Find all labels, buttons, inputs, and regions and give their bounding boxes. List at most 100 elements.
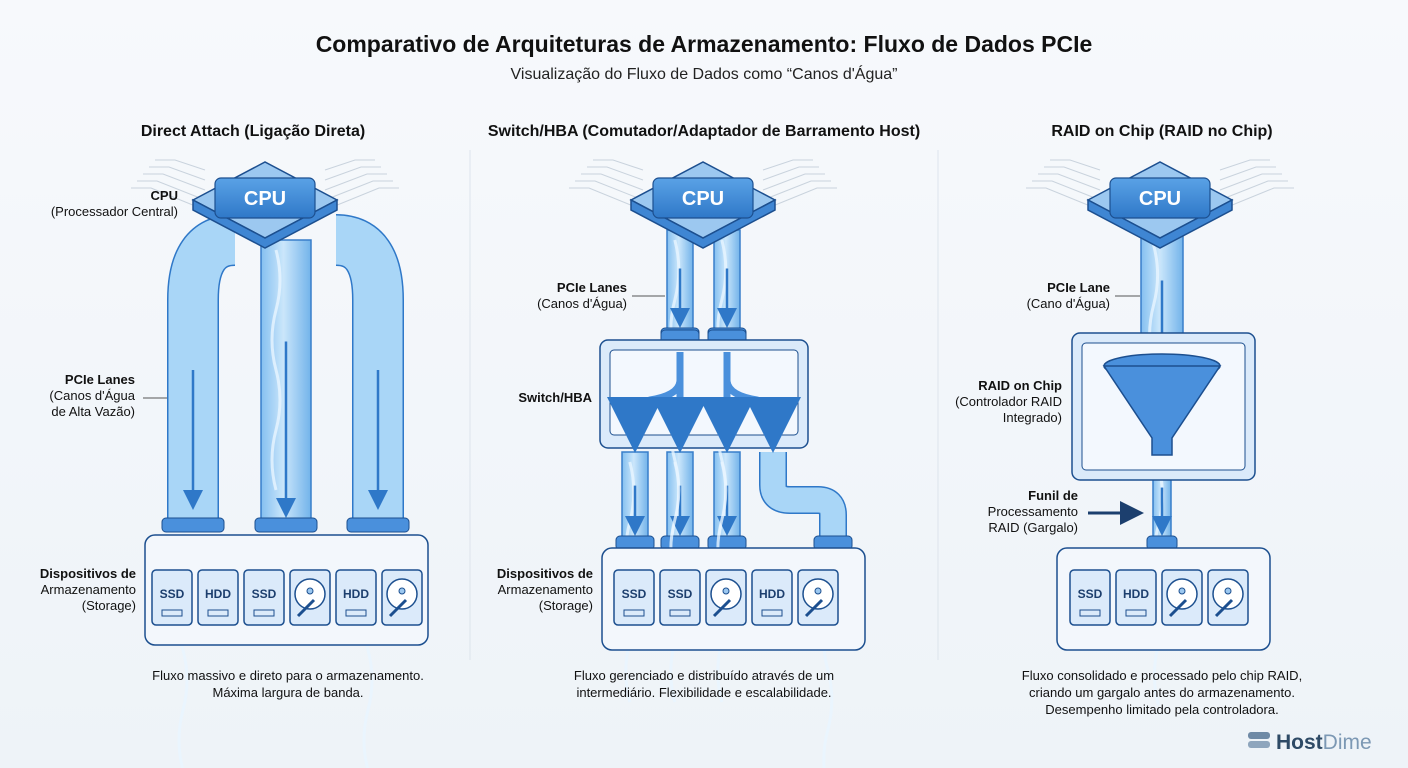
cpu-side [1087,198,1233,249]
drive-type-label: HDD [343,587,369,601]
disk-spindle [1178,587,1186,595]
circuit-trace [1038,173,1101,191]
pipe-coupling [254,517,318,533]
drive-type-label: HDD [759,587,785,601]
panel-title-direct-attach: Direct Attach (Ligação Direta) [141,123,365,140]
circuit-trace [1032,180,1101,201]
pcie-lane-label: PCIe Lane [1047,280,1110,295]
circuit-trace [1219,173,1282,191]
pcie-lane-pipe [254,239,318,533]
funnel-label: Processamento [988,504,1078,519]
circuit-trace [155,159,206,171]
circuit-trace [762,180,831,201]
disk-arm [1168,598,1188,618]
storage-drive: HDD [1115,569,1157,626]
raid-on-chip-label: RAID on Chip [978,378,1062,393]
caption-text: Fluxo consolidado e processado pelo chip… [1022,668,1302,683]
storage-drive [1207,569,1249,626]
circuit-trace [593,159,644,171]
pcie-lanes-label: (Canos d'Água [49,388,135,403]
drive-connector [161,609,183,617]
cpu-chip-label: CPU [244,188,286,210]
raid-on-chip-label: (Controlador RAID [955,394,1062,409]
disk-arm [388,598,408,618]
disk-spindle [1224,587,1232,595]
panel-title-switch-hba: Switch/HBA (Comutador/Adaptador de Barra… [488,123,920,140]
caption-text: Fluxo gerenciado e distribuído através d… [574,668,834,683]
svg-text:HostDime: HostDime [1276,731,1372,754]
cpu-die [214,177,316,219]
pcie-lanes-label: de Alta Vazão) [51,404,135,419]
disk-arm [804,598,824,618]
circuit-trace [324,180,393,201]
storage-drive: SSD [1069,569,1111,626]
cpu-chip-label: CPU [1139,188,1181,210]
pcie-lane-pipe [168,215,237,530]
drive-connector [623,609,645,617]
storage-drive [1161,569,1203,626]
storage-drive: HDD [751,569,793,626]
disk-spindle [398,587,406,595]
caption-text: Fluxo massivo e direto para o armazename… [152,668,424,683]
drive-type-label: SSD [622,587,647,601]
storage-label: (Storage) [82,598,136,613]
logo-text-host: Host [1276,731,1323,754]
drive-type-label: SSD [1078,587,1103,601]
storage-label: (Storage) [539,598,593,613]
funnel-label: Funil de [1028,488,1078,503]
cpu-chip: CPU [569,159,837,249]
circuit-trace [762,187,837,211]
drive-connector [761,609,783,617]
circuit-trace [581,173,644,191]
pcie-lane-label: (Cano d'Água) [1027,296,1110,311]
caption-text: Máxima largura de banda. [212,685,363,700]
caption-text: criando um gargalo antes do armazenament… [1029,685,1295,700]
cpu-side [630,198,776,249]
storage-label: Dispositivos de [40,566,136,581]
logo-text-dime: Dime [1323,731,1372,754]
circuit-trace [575,180,644,201]
water-flow [270,249,282,491]
drive-connector [253,609,275,617]
cpu-die [1109,177,1211,219]
hostdime-logo: HostDime [1248,731,1372,754]
cpu-chip-label: CPU [682,188,724,210]
circuit-trace [587,166,644,181]
raid-funnel-icon [1102,365,1222,456]
circuit-trace [137,180,206,201]
circuit-trace [569,187,644,211]
disk-spindle [722,587,730,595]
cpu-die [652,177,754,219]
pipe-coupling [161,517,225,533]
storage-label: Armazenamento [498,582,593,597]
storage-drive: SSD [151,569,193,626]
circuit-trace [762,159,813,171]
switch-hba-label: Switch/HBA [518,390,592,405]
circuit-trace [1219,187,1294,211]
pcie-lane-pipe [615,451,655,703]
caption-text: Desempenho limitado pela controladora. [1045,702,1278,717]
pcie-lane-pipe [334,215,403,530]
storage-drive: HDD [197,569,239,626]
circuit-trace [149,166,206,181]
drive-type-label: SSD [160,587,185,601]
circuit-trace [762,173,825,191]
storage-label: Armazenamento [41,582,136,597]
circuit-trace [1026,187,1101,211]
disk-arm [296,598,316,618]
caption-text: intermediário. Flexibilidade e escalabil… [576,685,831,700]
pcie-lanes-label: PCIe Lanes [65,372,135,387]
circuit-trace [1219,180,1288,201]
circuit-trace [324,173,387,191]
panel-title-raid-on-chip: RAID on Chip (RAID no Chip) [1051,123,1272,140]
storage-drive: HDD [335,569,377,626]
circuit-trace [143,173,206,191]
circuit-trace [1219,159,1270,171]
pcie-lane-pipe [760,452,846,545]
page-subtitle: Visualização do Fluxo de Dados como “Can… [511,64,898,83]
circuit-trace [1219,166,1276,181]
drive-connector [345,609,367,617]
storage-drive [289,569,331,626]
drive-connector [1079,609,1101,617]
